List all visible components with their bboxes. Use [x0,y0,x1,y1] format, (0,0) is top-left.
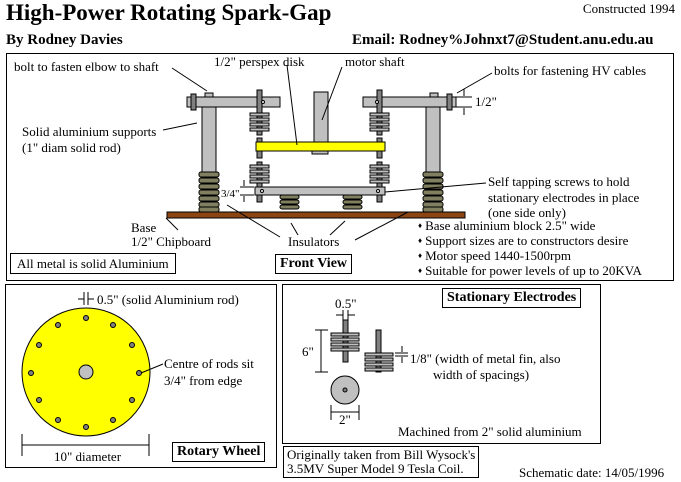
electrode-width-dimension [336,310,355,320]
diameter-dimension [21,434,150,456]
right-elbow-bolt-top [429,92,439,98]
three-quarter-dimension [240,180,254,202]
label-electrode-width: 0.5" [335,296,357,311]
all-metal-note: All metal is solid Aluminium [10,253,176,274]
label-supports-1: Solid aluminium supports [22,124,157,139]
label-three-quarter: 3/4" [221,188,240,200]
left-bottom-electrode-fins [249,164,270,184]
base-aluminium-block [254,186,386,196]
stationary-electrodes-panel [282,284,601,444]
label-perspex-disk: 1/2" perspex disk [214,54,305,69]
left-elbow [186,96,281,108]
middle-insulator-left [279,194,300,210]
left-top-electrode-fins [249,112,270,132]
label-fin-width-2: width of spacings) [433,367,530,382]
email-address: Email: Rodney%Johnxt7@Student.anu.edu.au [352,32,654,48]
front-view-drawing [162,64,493,241]
label-half-inch: 1/2" [475,94,497,109]
label-centre-rods-1: Centre of rods sit [164,356,254,371]
schematic-date: Schematic date: 14/05/1996 [519,465,665,480]
leader-lines [162,64,493,241]
constructed-year: Constructed 1994 [582,1,675,16]
source-line-1: Originally taken from Bill Wysock's [287,447,476,462]
author: By Rodney Davies [6,32,123,48]
rotary-wheel-hub [78,364,94,380]
perspex-disk [255,141,386,152]
right-elbow [362,96,457,108]
label-bolt-elbow: bolt to fasten elbow to shaft [14,59,159,74]
label-disk-width: 2" [339,412,351,427]
spec-item: Support sizes are to constructors desire [418,234,628,250]
label-motor-shaft: motor shaft [345,54,405,69]
label-rod-width: 0.5" (solid Aluminium rod) [97,292,239,307]
left-support-insulator [198,171,220,213]
fin-width-dimension [395,346,408,363]
label-base-1: Base [131,220,157,235]
electrode-b-rod [375,329,382,373]
label-self-tapping-3: (one side only) [488,205,566,220]
left-support-rod [201,106,217,173]
label-electrode-height: 6" [302,344,314,359]
rotary-wheel-panel [5,284,277,468]
rotary-wheel-rods [28,315,142,430]
chipboard-base [166,211,466,219]
right-bottom-electrode-fins [369,164,390,184]
electrode-a-fins [330,332,360,352]
right-top-electrode-fins [369,112,390,132]
label-base-2: 1/2" Chipboard [131,234,212,249]
source-note: Originally taken from Bill Wysock's 3.5M… [283,446,480,478]
label-supports-2: (1" diam solid rod) [22,140,121,155]
stationary-electrodes-label: Stationary Electrodes [442,288,582,308]
label-self-tapping-2: stationary electrodes in place [488,190,640,205]
rod-width-dimension [78,292,94,305]
label-insulators: Insulators [288,234,340,249]
half-inch-dimension [456,89,472,115]
electrode-height-dimension [315,329,328,373]
label-hv-bolts: bolts for fastening HV cables [494,63,647,78]
motor-shaft [313,91,329,143]
label-centre-rods-2: 3/4" from edge [164,373,243,388]
page-title: High-Power Rotating Spark-Gap [6,0,332,25]
label-diameter: 10" diameter [54,449,122,464]
left-hv-bolt [190,93,197,111]
stationary-electrodes-drawing [315,310,408,420]
label-machined: Machined from 2" solid aluminium [398,424,582,439]
disk-width-dimension [330,405,360,420]
right-hv-bolt [446,93,453,111]
right-support-rod [425,106,441,173]
label-fin-width-1: 1/8" (width of metal fin, also [410,351,561,366]
spec-item: Suitable for power levels of up to 20KVA [418,264,642,280]
spec-item: Motor speed 1440-1500rpm [418,249,571,265]
spec-item: Base aluminium block 2.5" wide [418,219,595,235]
rotary-wheel-drawing [21,292,164,456]
rotary-wheel-label: Rotary Wheel [172,442,266,462]
right-support-insulator [422,171,444,213]
electrode-b-fins [364,352,394,372]
middle-insulator-right [342,194,363,210]
label-self-tapping-1: Self tapping screws to hold [488,174,630,189]
front-view-label: Front View [275,254,353,274]
front-view-panel [6,53,674,281]
source-line-2: 3.5MV Super Model 9 Tesla Coil. [287,461,464,476]
left-elbow-bolt-top [204,92,214,98]
